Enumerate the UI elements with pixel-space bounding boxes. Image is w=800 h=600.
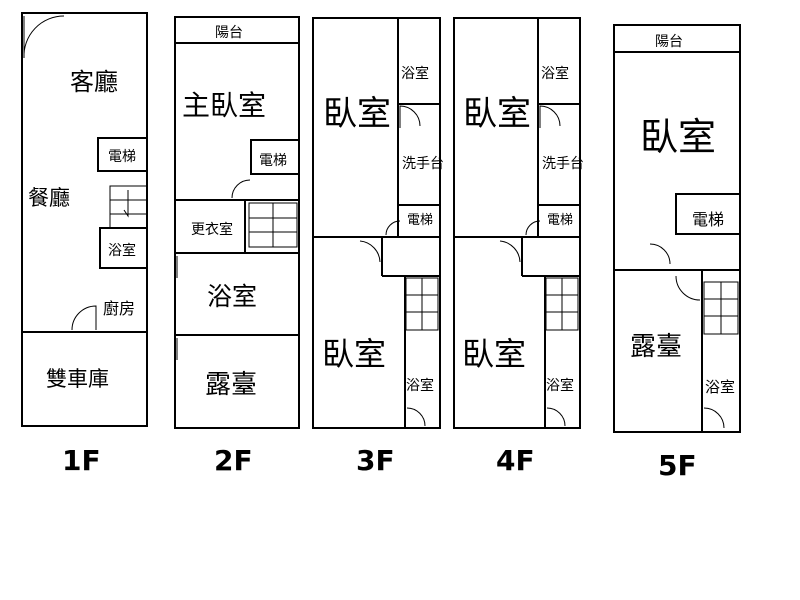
floor-label-2f: 2F xyxy=(214,444,253,477)
room-label-dining: 餐廳 xyxy=(28,186,70,210)
door-swing-icon xyxy=(499,240,521,263)
room-label-balcony: 陽台 xyxy=(215,25,243,41)
floor-label-1f: 1F xyxy=(62,444,101,477)
floor-plan-2f: 陽台 主臥室 電梯 更衣室 浴室 露臺 2F xyxy=(174,16,300,477)
door-swing-icon xyxy=(231,179,251,199)
room-label-elevator: 電梯 xyxy=(108,149,136,165)
room-label-living: 客廳 xyxy=(70,68,118,96)
room-label-washbasin: 洗手台 xyxy=(542,156,584,172)
room-label-elevator: 電梯 xyxy=(692,210,724,229)
room-label-elevator: 電梯 xyxy=(547,213,573,228)
room-label-garage: 雙車庫 xyxy=(46,367,109,391)
room-label-bath: 浴室 xyxy=(108,242,136,259)
door-swing-icon xyxy=(546,407,566,427)
floor-plan-3f: 臥室 浴室 洗手台 電梯 臥室 浴室 3F xyxy=(312,17,444,477)
door-swing-icon xyxy=(675,275,701,301)
room-label-washbasin: 洗手台 xyxy=(402,156,444,172)
room-label-closet: 更衣室 xyxy=(191,221,233,238)
room-label-bath-front: 浴室 xyxy=(401,65,429,82)
room-label-terrace: 露臺 xyxy=(205,370,257,400)
room-label-bedroom-front: 臥室 xyxy=(463,94,531,134)
floor-plan-5f: 陽台 臥室 電梯 露臺 浴室 5F xyxy=(613,24,741,482)
room-label-kitchen: 廚房 xyxy=(103,299,135,318)
room-label-bath-back: 浴室 xyxy=(406,377,434,394)
room-label-bedroom: 臥室 xyxy=(640,115,716,159)
door-swing-icon xyxy=(649,243,671,265)
elevator-shaft xyxy=(250,139,300,175)
room-label-bedroom-back: 臥室 xyxy=(462,335,526,373)
room-label-master-bedroom: 主臥室 xyxy=(182,89,266,122)
floor-plan-4f: 臥室 浴室 洗手台 電梯 臥室 浴室 4F xyxy=(453,17,584,477)
room-label-bedroom-back: 臥室 xyxy=(322,335,386,373)
door-swing-icon xyxy=(525,220,541,236)
room-label-bath-front: 浴室 xyxy=(541,65,569,82)
room-label-elevator: 電梯 xyxy=(407,213,433,228)
room-label-balcony: 陽台 xyxy=(655,34,683,50)
room-label-elevator: 電梯 xyxy=(259,153,287,169)
floor-label-4f: 4F xyxy=(496,444,535,477)
room-label-bath-back: 浴室 xyxy=(546,377,574,394)
elevator-shaft xyxy=(97,137,148,172)
room-label-bath: 浴室 xyxy=(207,282,257,311)
door-swing-icon xyxy=(23,15,65,59)
outer-wall xyxy=(174,16,300,429)
elevator-shaft xyxy=(675,193,741,235)
door-swing-icon xyxy=(703,407,725,429)
floor-label-5f: 5F xyxy=(658,449,697,482)
door-swing-icon xyxy=(539,105,561,128)
door-swing-icon xyxy=(399,105,421,128)
door-swing-icon xyxy=(71,305,97,331)
floor-label-3f: 3F xyxy=(356,444,395,477)
floor-plan-1f: 客廳 餐廳 電梯 浴室 廚房 雙車庫 1F xyxy=(21,12,148,477)
room-label-bath: 浴室 xyxy=(705,378,735,396)
room-label-bedroom-front: 臥室 xyxy=(323,94,391,134)
door-swing-icon xyxy=(359,240,381,263)
room-label-terrace: 露臺 xyxy=(630,332,682,362)
door-swing-icon xyxy=(385,220,401,236)
bathroom-wall xyxy=(99,227,148,269)
door-swing-icon xyxy=(406,407,426,427)
stair-arrow-icon xyxy=(123,190,129,218)
